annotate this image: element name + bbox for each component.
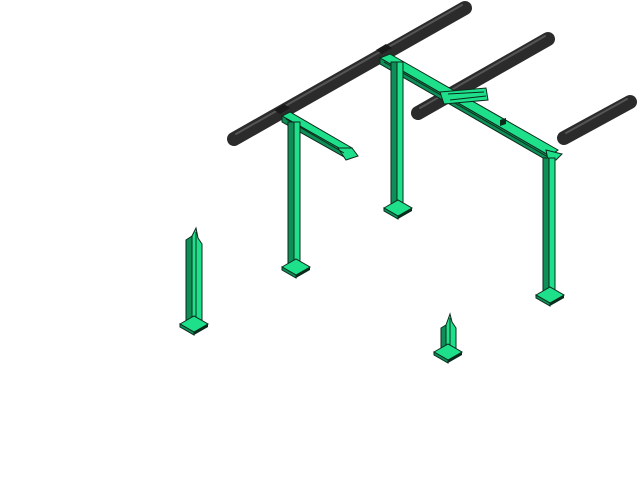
beam-long	[378, 53, 563, 163]
pipe-support-b	[376, 44, 392, 54]
column-c	[534, 157, 566, 307]
pipe-support-a	[274, 104, 290, 114]
stub-column-left	[178, 226, 210, 336]
pipe-1	[227, 1, 472, 146]
column-a	[280, 121, 312, 279]
stub-column-middle	[432, 312, 464, 364]
pipe-3	[557, 95, 637, 145]
column-b	[382, 61, 414, 220]
pipe-2	[411, 32, 555, 120]
